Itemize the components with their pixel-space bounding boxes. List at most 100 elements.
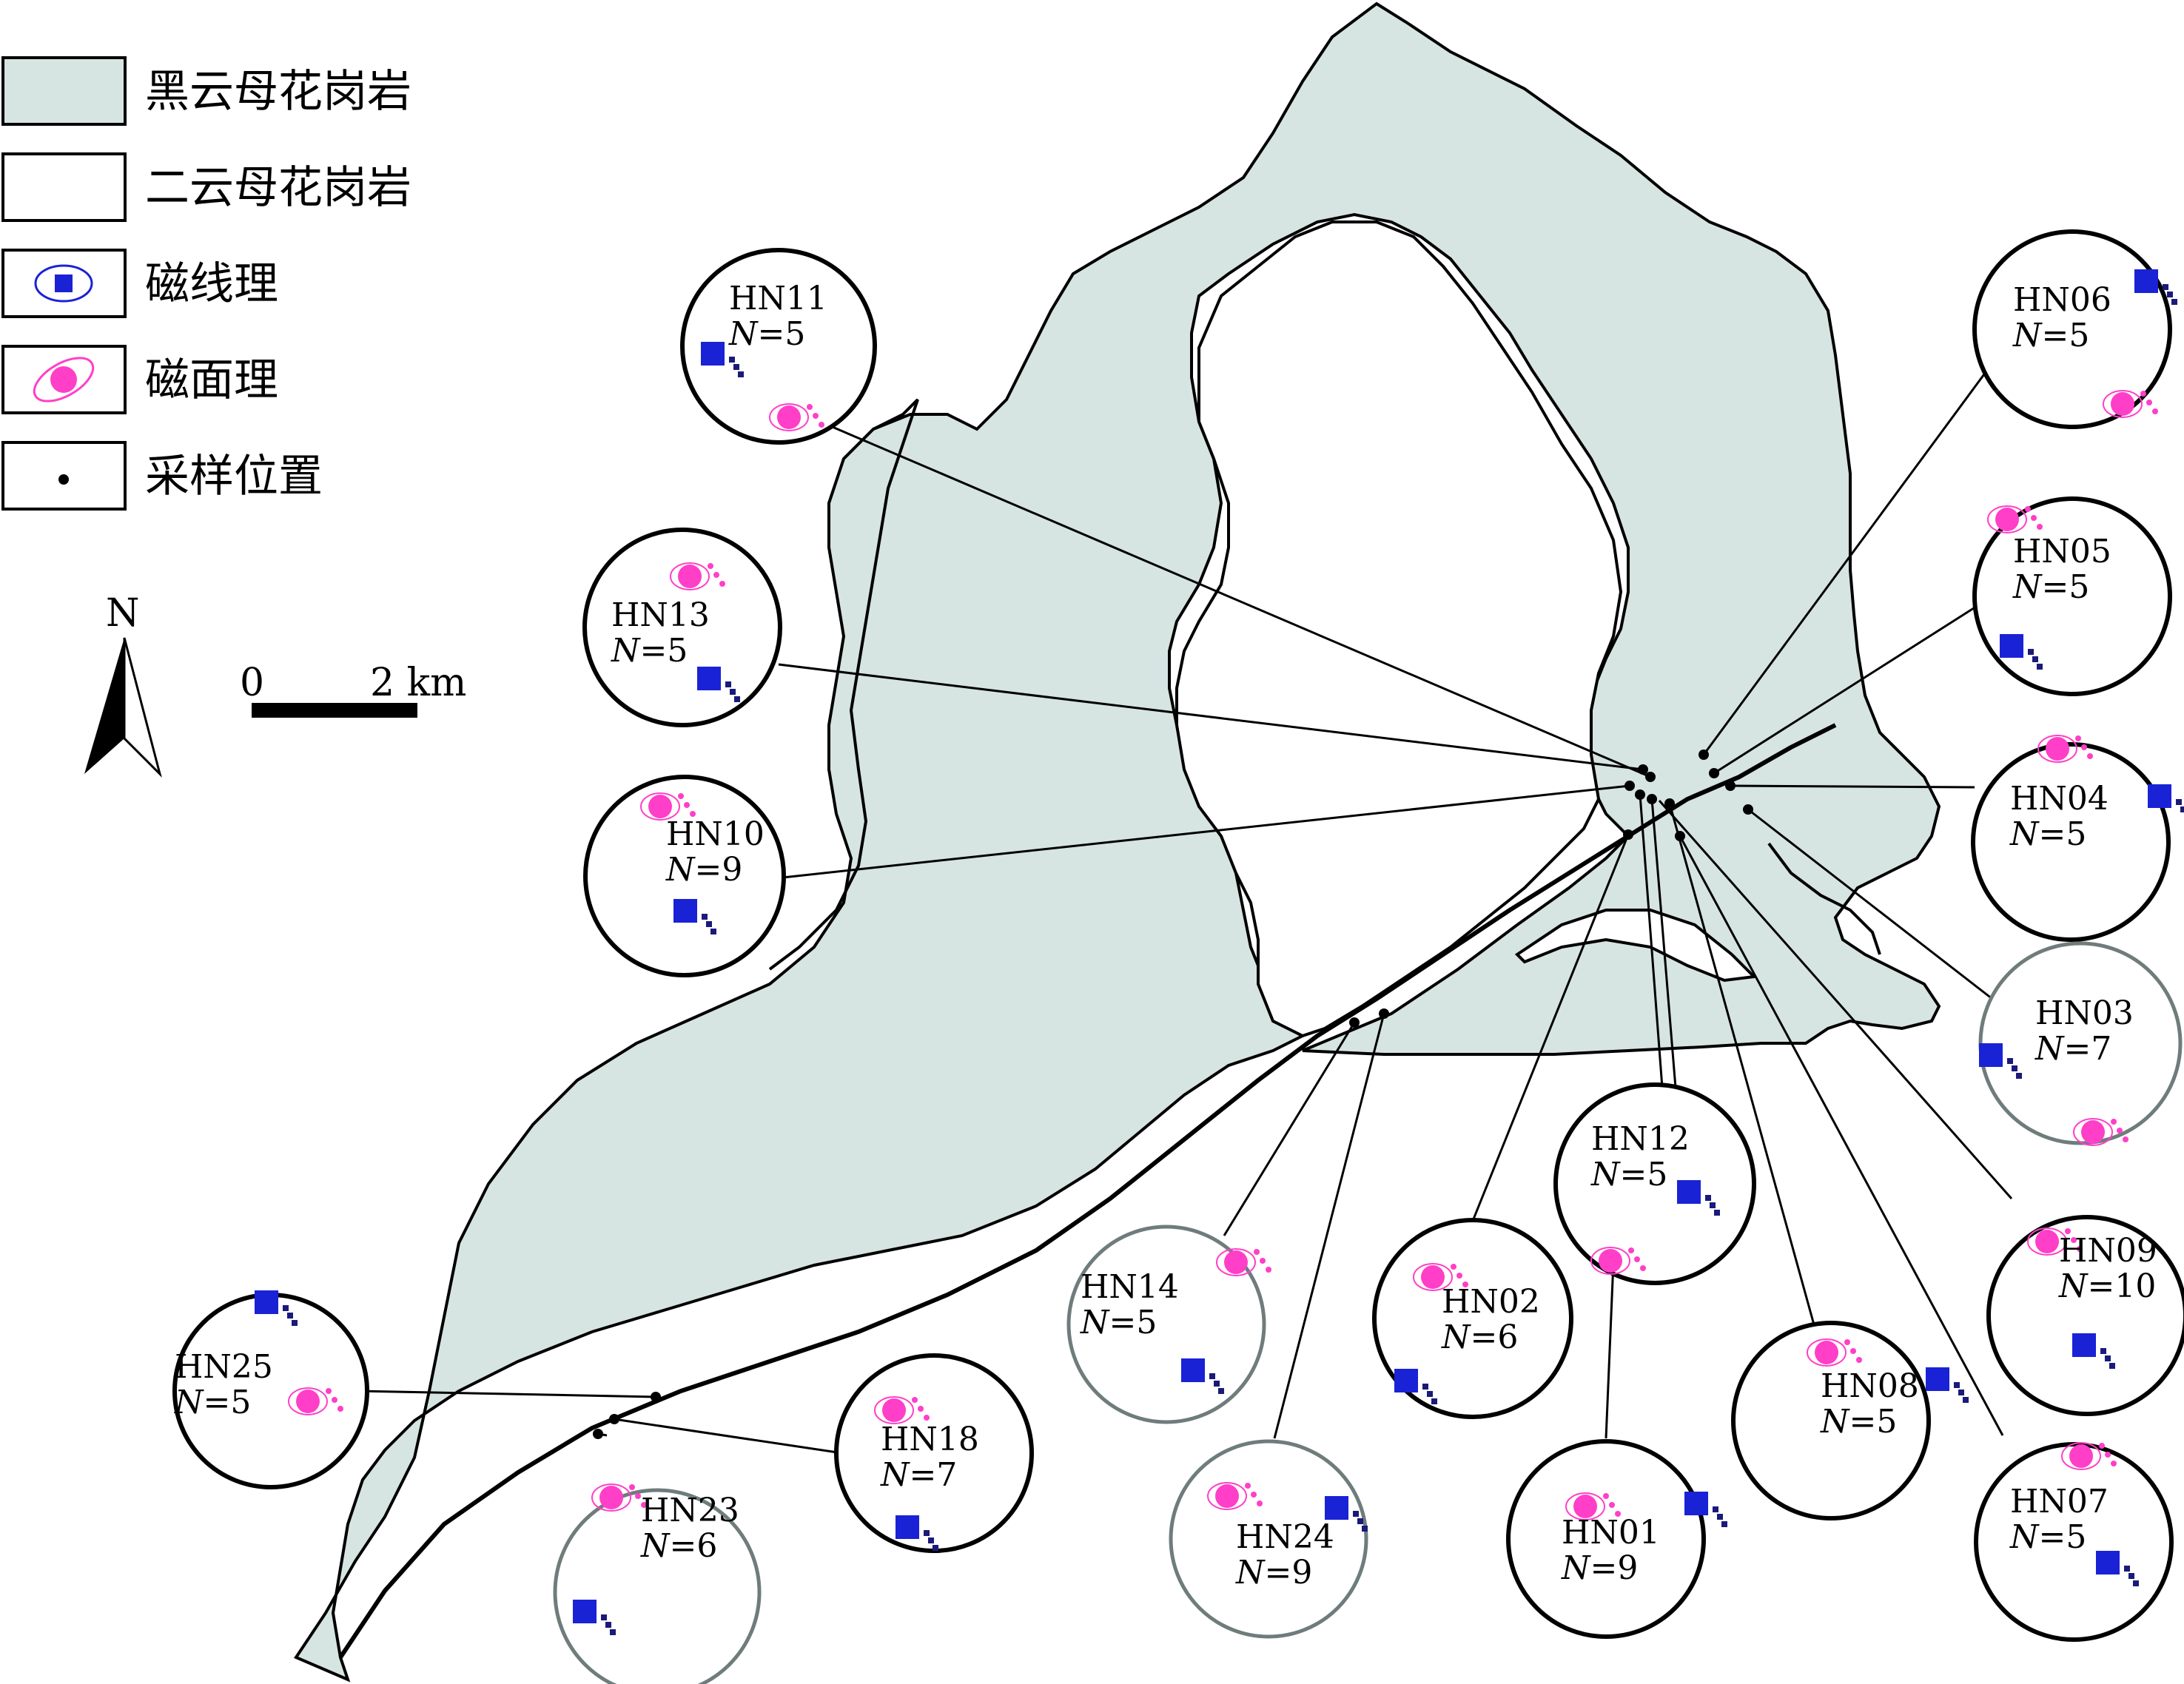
- lineation-sample-dot: [601, 1614, 607, 1620]
- lineation-axis-icon: [2072, 1333, 2096, 1357]
- foliation-sample-dot: [1456, 1273, 1462, 1279]
- foliation-sample-dot: [2075, 735, 2081, 741]
- foliation-pole-icon: [1215, 1484, 1239, 1508]
- foliation-sample-dot: [1628, 1247, 1634, 1253]
- lineation-axis-icon: [2000, 634, 2023, 658]
- foliation-pole-icon: [648, 795, 672, 818]
- lineation-sample-dot: [1954, 1382, 1960, 1388]
- foliation-sample-dot: [2037, 524, 2043, 530]
- site-sample-count-label: N=7: [2035, 1030, 2111, 1068]
- lineation-sample-dot: [2128, 1573, 2134, 1579]
- foliation-pole-icon: [1573, 1495, 1597, 1518]
- lineation-sample-dot: [2105, 1355, 2111, 1361]
- lineation-sample-dot: [605, 1622, 611, 1628]
- lineation-axis-icon: [255, 1290, 278, 1314]
- foliation-dot-icon: [50, 366, 77, 393]
- foliation-sample-dot: [635, 1493, 641, 1499]
- foliation-confidence-ellipse: [1565, 1492, 1605, 1520]
- lineation-sample-dot: [1431, 1398, 1437, 1404]
- foliation-sample-dot: [924, 1415, 930, 1421]
- lineation-sample-dot: [2163, 284, 2168, 290]
- lineation-sample-dot: [710, 929, 716, 934]
- lineation-sample-dot: [1218, 1388, 1224, 1394]
- foliation-confidence-ellipse: [2027, 1227, 2067, 1256]
- foliation-confidence-ellipse: [1987, 505, 2027, 533]
- lineation-sample-dot: [1710, 1202, 1716, 1208]
- stereonet-ring: [1972, 229, 2172, 429]
- site-name-label: HN09: [2059, 1232, 2157, 1270]
- foliation-sample-dot: [2146, 400, 2152, 405]
- lineation-sample-dot: [1422, 1384, 1428, 1390]
- lineation-sample-dot: [1958, 1390, 1964, 1395]
- foliation-sample-dot: [1850, 1348, 1856, 1354]
- magnetic-foliation-symbol: [33, 357, 95, 403]
- foliation-sample-dot: [2140, 391, 2146, 397]
- two-mica-granite-window: [1175, 220, 1623, 1038]
- foliation-confidence-ellipse: [288, 1387, 328, 1415]
- foliation-sample-dot: [2099, 1443, 2105, 1449]
- lineation-axis-icon: [1684, 1492, 1708, 1515]
- stereonet-ring: [1506, 1439, 1706, 1639]
- foliation-sample-dot: [2087, 753, 2093, 759]
- foliation-sample-dot: [819, 422, 824, 428]
- sample-dot: [1709, 768, 1719, 778]
- foliation-sample-dot: [2152, 408, 2158, 414]
- lineation-sample-dot: [2180, 806, 2184, 812]
- lineation-sample-dot: [702, 914, 708, 920]
- foliation-pole-icon: [678, 565, 702, 588]
- lineation-sample-dot: [1353, 1511, 1359, 1517]
- site-sample-count-label: N=6: [1441, 1318, 1518, 1356]
- foliation-sample-dot: [719, 581, 725, 587]
- foliation-sample-dot: [918, 1406, 924, 1412]
- foliation-sample-dot: [2031, 515, 2037, 521]
- foliation-sample-dot: [684, 802, 690, 808]
- foliation-sample-dot: [1603, 1493, 1609, 1499]
- stereonet-ring: [582, 528, 782, 727]
- foliation-sample-dot: [1634, 1256, 1640, 1262]
- foliation-pole-icon: [296, 1390, 320, 1413]
- foliation-pole-icon: [2081, 1120, 2105, 1144]
- lineation-sample-dot: [1713, 1506, 1718, 1512]
- lineation-sample-dot: [729, 357, 735, 363]
- lineation-sample-dot: [610, 1629, 616, 1635]
- stereonet-ring: [1372, 1218, 1573, 1419]
- lineation-axis-icon: [673, 899, 697, 923]
- foliation-confidence-ellipse: [1413, 1263, 1453, 1291]
- magnetic-lineation-symbol-box: [1, 249, 127, 318]
- lineation-axis-icon: [1926, 1367, 1949, 1391]
- site-name-label: HN14: [1081, 1268, 1179, 1306]
- lineation-axis-icon: [1181, 1358, 1205, 1382]
- foliation-sample-dot: [708, 563, 713, 569]
- stereonet-ring: [1971, 742, 2171, 942]
- stereonet-ring: [1553, 1082, 1756, 1285]
- foliation-pole-icon: [1815, 1341, 1838, 1364]
- sample-dot: [1645, 772, 1656, 782]
- lineation-sample-dot: [2167, 292, 2173, 297]
- site-sample-count-label: N=7: [880, 1456, 957, 1494]
- magnetic-lineation-symbol: [34, 264, 93, 303]
- site-name-label: HN02: [1442, 1283, 1540, 1321]
- stereonet-ring: [1731, 1321, 1931, 1520]
- lineation-sample-dot: [738, 371, 744, 377]
- lineation-sample-dot: [924, 1530, 930, 1536]
- foliation-pole-icon: [882, 1398, 906, 1422]
- lineation-sample-dot: [2037, 664, 2043, 670]
- foliation-confidence-ellipse: [2103, 390, 2143, 418]
- site-sample-count-label: N=5: [2009, 1518, 2086, 1556]
- site-sample-count-label: N=5: [1590, 1156, 1667, 1193]
- lineation-sample-dot: [1209, 1373, 1215, 1379]
- foliation-sample-dot: [1257, 1501, 1263, 1506]
- two-mica-granite-swatch: [1, 152, 127, 222]
- site-sample-count-label: N=6: [640, 1527, 717, 1565]
- foliation-sample-dot: [713, 572, 719, 578]
- sample-dot: [1349, 1017, 1360, 1028]
